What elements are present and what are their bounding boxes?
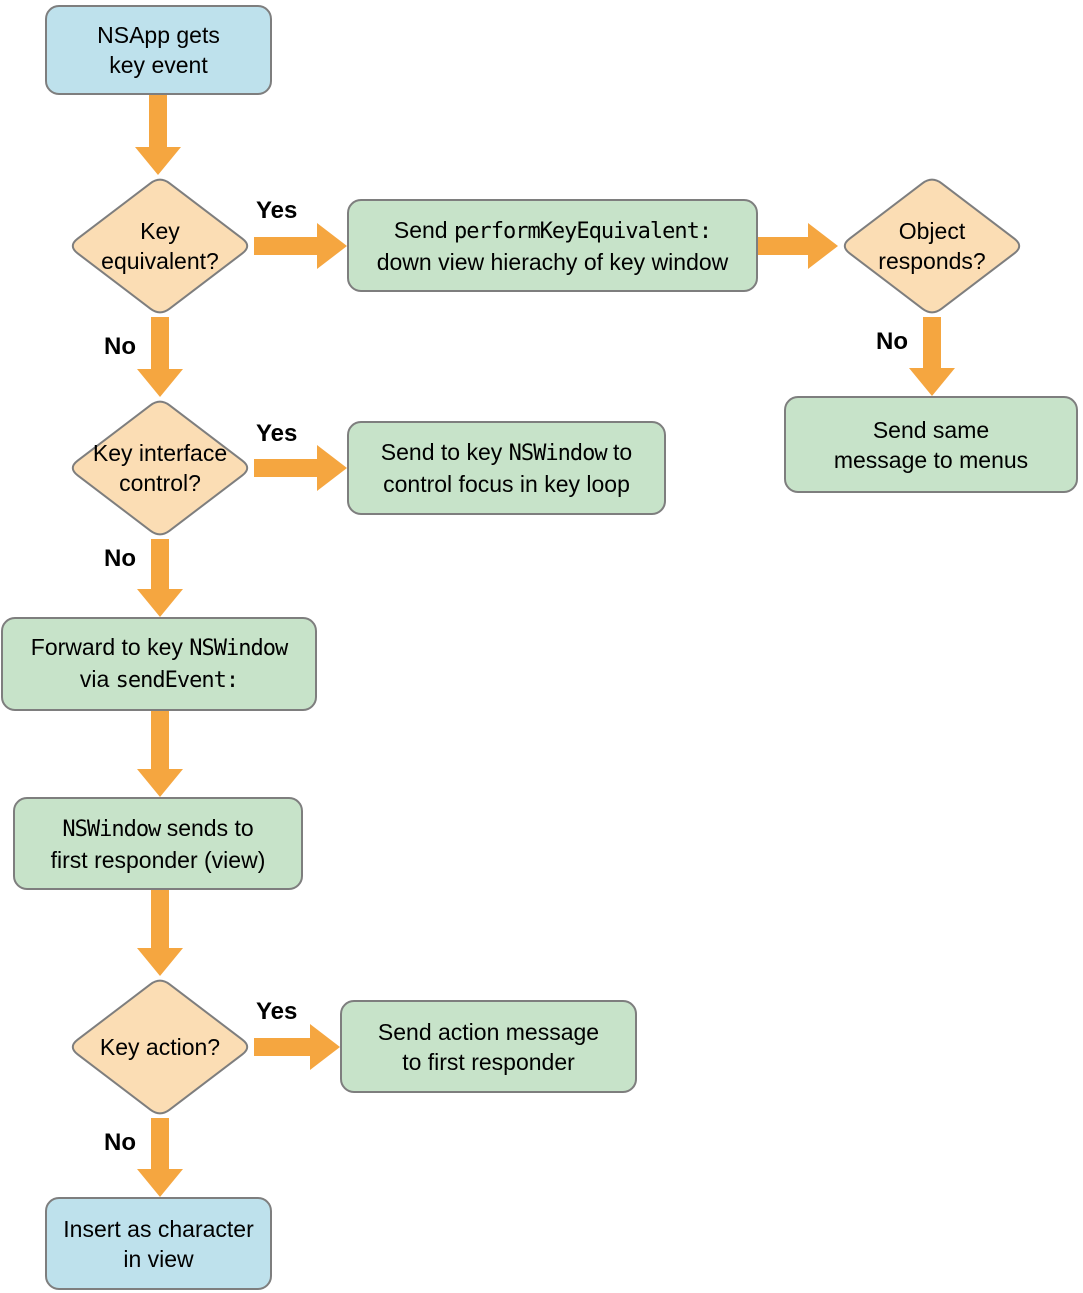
arrow-key-interface-no bbox=[137, 539, 183, 617]
arrow-head-right-icon bbox=[317, 445, 347, 491]
node-key-action-decision: Key action? bbox=[66, 976, 254, 1118]
arrow-start-to-key-equivalent bbox=[135, 95, 181, 175]
diamond-shape-icon bbox=[843, 178, 1021, 314]
arrow-key-action-yes bbox=[254, 1024, 340, 1070]
arrow-head-down-icon bbox=[137, 589, 183, 617]
diamond-shape-icon bbox=[71, 400, 249, 536]
arrow-head-right-icon bbox=[317, 223, 347, 269]
diamond-text: Key action? bbox=[99, 1034, 221, 1060]
arrow-shaft bbox=[151, 711, 169, 769]
arrow-shaft bbox=[151, 1118, 169, 1169]
arrow-key-equivalent-yes bbox=[254, 223, 347, 269]
arrow-perform-to-object-responds bbox=[758, 223, 838, 269]
diamond-shape-icon bbox=[71, 979, 249, 1115]
arrow-key-action-no bbox=[137, 1118, 183, 1197]
arrow-shaft bbox=[758, 237, 808, 255]
arrow-head-down-icon bbox=[137, 769, 183, 797]
label-no-object-responds: No bbox=[876, 328, 908, 355]
arrow-shaft bbox=[923, 317, 941, 368]
arrow-head-down-icon bbox=[137, 948, 183, 976]
arrow-shaft bbox=[254, 237, 317, 255]
arrow-object-responds-no bbox=[909, 317, 955, 396]
arrow-head-down-icon bbox=[137, 1169, 183, 1197]
arrow-shaft bbox=[151, 890, 169, 948]
label-no-key-equivalent: No bbox=[104, 333, 136, 360]
arrow-key-equivalent-no bbox=[137, 317, 183, 397]
label-yes-key-equivalent: Yes bbox=[256, 197, 298, 224]
arrow-head-right-icon bbox=[310, 1024, 340, 1070]
arrow-head-down-icon bbox=[909, 368, 955, 396]
arrow-shaft bbox=[254, 459, 317, 477]
node-send-perform-key-equivalent: Send performKeyEquivalent:down view hier… bbox=[347, 199, 758, 292]
arrow-shaft bbox=[254, 1038, 310, 1056]
label-yes-key-action: Yes bbox=[256, 998, 298, 1025]
label-yes-key-interface: Yes bbox=[256, 420, 298, 447]
arrow-shaft bbox=[149, 95, 167, 147]
arrow-key-interface-yes bbox=[254, 445, 347, 491]
arrow-shaft bbox=[151, 539, 169, 589]
arrow-head-down-icon bbox=[135, 147, 181, 175]
arrow-forward-to-nswindow-sends bbox=[137, 711, 183, 797]
label-no-key-action: No bbox=[104, 1129, 136, 1156]
label-no-key-interface: No bbox=[104, 545, 136, 572]
arrow-head-right-icon bbox=[808, 223, 838, 269]
arrow-head-down-icon bbox=[137, 369, 183, 397]
diamond-shape-icon bbox=[71, 178, 249, 314]
arrow-nswindow-to-key-action bbox=[137, 890, 183, 976]
arrow-shaft bbox=[151, 317, 169, 369]
